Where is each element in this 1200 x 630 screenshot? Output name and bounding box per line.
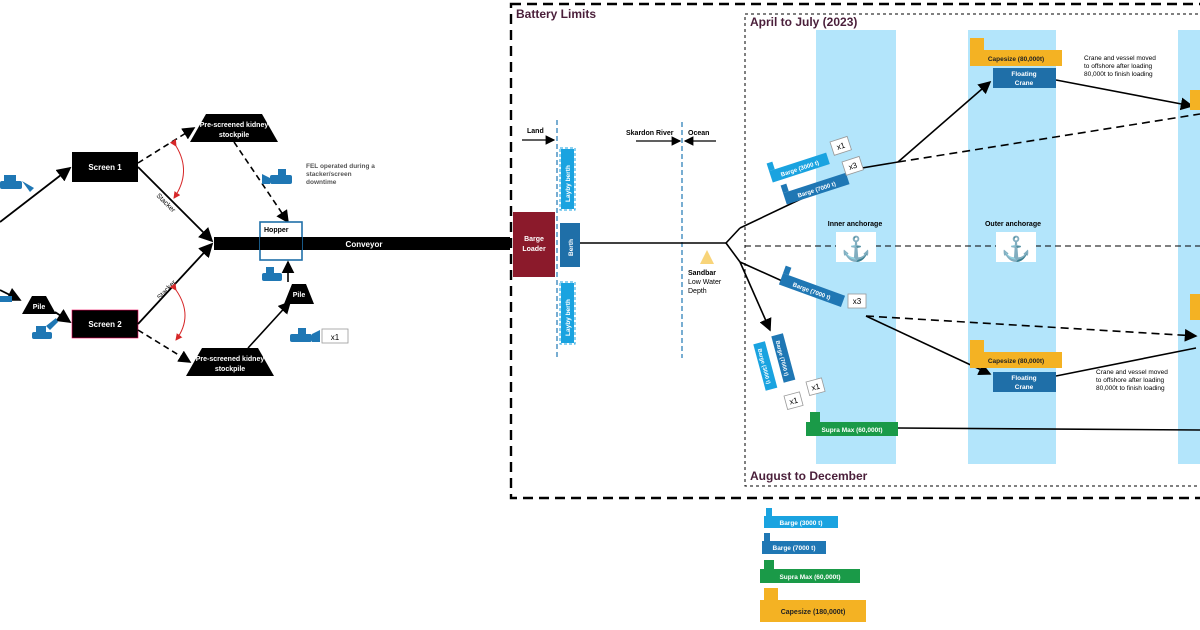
conveyor-label: Conveyor [346, 240, 383, 249]
berth-label: Berth [568, 239, 575, 256]
anchor-icon-inner: ⚓ [841, 235, 871, 263]
crane-note-top-2: to offshore after loading [1084, 63, 1153, 70]
svg-text:Inner anchorage: Inner anchorage [828, 221, 883, 228]
crane-note-top-3: 80,000t to finish loading [1084, 71, 1153, 78]
layby-berth-top-label: Layby berth [565, 165, 572, 202]
fel-note-line-2: stacker/screen [306, 171, 352, 178]
stockpile-bottom-label-2: stockpile [215, 366, 245, 373]
stacker-swing-bottom [169, 283, 186, 341]
legend-barge-3000: Barge (3000 t) [764, 508, 838, 528]
pile-hopper [284, 284, 314, 304]
stockpile-top-label-1: Pre-screened kidney [200, 122, 269, 129]
anchor-icon-outer: ⚓ [1001, 235, 1031, 263]
inner-anchorage: Inner anchorage ⚓ [828, 221, 883, 263]
april-to-july-title: April to July (2023) [750, 15, 857, 29]
svg-text:Outer anchorage: Outer anchorage [985, 221, 1041, 228]
pile-left [22, 296, 56, 314]
outer-anchorage: Outer anchorage ⚓ [985, 221, 1041, 263]
berth [560, 223, 580, 267]
svg-text:Supra Max (60,000t): Supra Max (60,000t) [779, 574, 840, 581]
count-x3-upper: x3 [841, 155, 864, 176]
stacker-swing-top [169, 139, 184, 199]
floating-crane-bottom-label-1: Floating [1011, 375, 1036, 382]
legend-supramax: Supra Max (60,000t) [760, 560, 860, 583]
excavator-icon-pile [32, 318, 58, 339]
capesize-vessel-bottom: Capesize (80,000t) [970, 340, 1062, 368]
excavator-icon-top [0, 175, 34, 192]
stockpile-bottom-label-1: Pre-screened kidney [196, 356, 265, 363]
sandbar-label: Sandbar [688, 270, 716, 277]
svg-text:Capesize (80,000t): Capesize (80,000t) [988, 56, 1044, 63]
layby-berth-bottom-label: Layby berth [565, 299, 572, 336]
excavator-icon-left-edge [0, 296, 12, 302]
supramax-vessel: Supra Max (60,000t) [806, 412, 898, 436]
fel-count-box [321, 328, 349, 344]
svg-text:x3: x3 [847, 161, 858, 172]
svg-text:x3: x3 [853, 297, 862, 306]
hopper-label: Hopper [264, 227, 289, 234]
floating-crane-top-label-2: Crane [1015, 80, 1034, 87]
floating-crane-top [993, 68, 1056, 88]
svg-text:x1: x1 [788, 396, 799, 407]
screen-2-label: Screen 2 [88, 320, 122, 329]
crane-note-bottom-2: to offshore after loading [1096, 377, 1165, 384]
stockpile-top-label-2: stockpile [219, 132, 249, 139]
capesize-vessel-top: Capesize (80,000t) [970, 38, 1062, 66]
barge-3000-low: Barge (3000 t) [753, 341, 778, 391]
floating-crane-bottom [993, 372, 1056, 392]
loader-icon-hopper [262, 267, 282, 281]
season-frame [744, 13, 1200, 487]
count-x1-low-a: x1 [805, 377, 826, 397]
barge-loader-label-1: Barge [524, 236, 544, 243]
low-water-depth-label-2: Depth [688, 288, 707, 295]
crane-note-bottom-1: Crane and vessel moved [1096, 369, 1168, 376]
pile-left-label: Pile [33, 304, 46, 311]
fel-note-line-3: downtime [306, 179, 337, 186]
screen-1 [72, 152, 138, 182]
barge-loader-label-2: Loader [522, 246, 546, 253]
screen-1-label: Screen 1 [88, 163, 122, 172]
capesize-stub-top [1190, 90, 1200, 110]
battery-limits-frame [509, 2, 1200, 500]
svg-text:Barge (7000 t): Barge (7000 t) [773, 545, 816, 552]
stockpile-top [190, 114, 278, 142]
stockpile-bottom [186, 348, 274, 376]
stacker-bottom-label: Stacker [156, 279, 178, 302]
crane-note-top-1: Crane and vessel moved [1084, 55, 1156, 62]
svg-text:Capesize (180,000t): Capesize (180,000t) [781, 609, 846, 616]
battery-limits-title: Battery Limits [516, 7, 596, 21]
barge-7000-low: Barge (7000 t) [771, 333, 796, 383]
svg-text:Barge (3000 t): Barge (3000 t) [780, 520, 823, 527]
svg-text:x1: x1 [835, 141, 846, 152]
floating-crane-top-label-1: Floating [1011, 71, 1036, 78]
crane-note-bottom-3: 80,000t to finish loading [1096, 385, 1165, 392]
channel-split [724, 227, 741, 263]
fel-loader-icon [262, 169, 292, 184]
svg-text:Supra Max (60,000t): Supra Max (60,000t) [821, 427, 882, 434]
svg-text:Capesize (80,000t): Capesize (80,000t) [988, 358, 1044, 365]
legend: Barge (3000 t) Barge (7000 t) Supra Max … [760, 508, 866, 622]
count-x1-low-b: x1 [783, 391, 804, 411]
fel-loader-count-icon [290, 328, 320, 342]
fel-count-label: x1 [331, 333, 340, 342]
count-x1-upper: x1 [829, 135, 852, 156]
land-label: Land [527, 128, 544, 135]
sandbar-icon [700, 250, 714, 264]
august-to-december-title: August to December [750, 469, 868, 483]
fel-note-line-1: FEL operated during a [306, 163, 375, 170]
pile-hopper-label: Pile [293, 292, 306, 299]
barge-loader [513, 212, 555, 277]
ocean-label: Ocean [688, 130, 709, 137]
skardon-river-label: Skardon River [626, 130, 674, 137]
low-water-depth-label-1: Low Water [688, 279, 722, 286]
legend-barge-7000: Barge (7000 t) [762, 533, 826, 554]
capesize-stub-bottom [1190, 294, 1200, 320]
svg-text:x1: x1 [810, 382, 821, 393]
screen-2 [71, 309, 139, 339]
anchorage-band-far [1178, 30, 1200, 464]
legend-capesize: Capesize (180,000t) [760, 588, 866, 622]
count-x3-mid: x3 [847, 293, 867, 309]
floating-crane-bottom-label-2: Crane [1015, 384, 1034, 391]
